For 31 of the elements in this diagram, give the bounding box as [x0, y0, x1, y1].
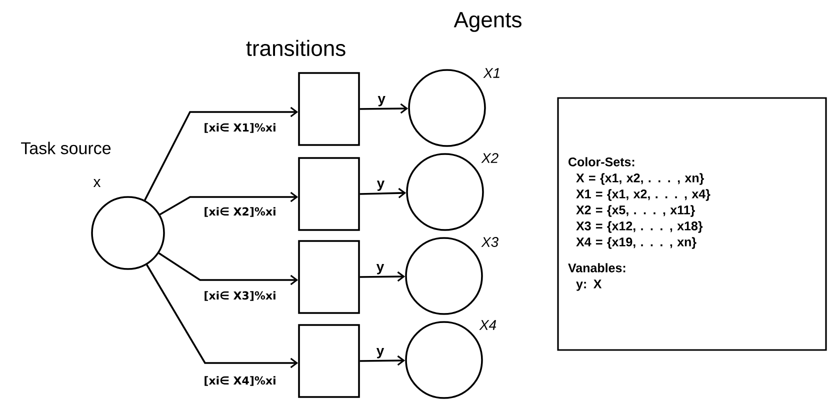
node-caption: x [93, 179, 101, 187]
arrow [360, 103, 408, 114]
place-circle [91, 196, 165, 270]
declaration-box: Color-Sets: X = {x1, x2, . . . , xn} X1 = {x1, x2, . . . , x4} X2 = {x5, . . . , x11} X3 = {x12, . . . , x18} X4 = {x19, . . . , xn} Vanables: y: X [557, 97, 827, 351]
place-circle [405, 237, 483, 315]
transition-box [298, 72, 360, 146]
node-caption: Task source [21, 142, 111, 154]
column-heading: Agents [454, 12, 522, 32]
arrow [159, 192, 298, 216]
node-caption: X1 [483, 68, 500, 78]
node-caption: X3 [481, 237, 498, 247]
transition-box [298, 324, 360, 398]
node-caption: X4 [479, 320, 496, 330]
node-caption: X2 [481, 153, 498, 163]
edge-label: [xi∈ X3]%xi [202, 290, 278, 302]
edge-label: [xi∈ X2]%xi [202, 206, 278, 218]
edge-label: [xi∈ X4]%xi [202, 375, 278, 387]
arrow [360, 271, 406, 282]
transition-box [298, 240, 360, 314]
arrow [146, 264, 298, 368]
arrow [360, 188, 406, 198]
edge-label: y [376, 180, 385, 191]
edge-label: [xi∈ X1]%xi [202, 122, 278, 134]
arrow [158, 252, 298, 286]
transition-box [298, 157, 360, 231]
arrow [360, 355, 406, 366]
edge-label: y [376, 348, 384, 358]
edge-label: y [376, 264, 384, 274]
edge-label: y [378, 96, 386, 106]
column-heading: transitions [246, 40, 346, 56]
arrow [144, 106, 298, 201]
